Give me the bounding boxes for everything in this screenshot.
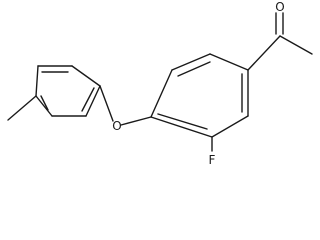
bond-tolyl-2 <box>71 65 101 87</box>
bond-ring-1 <box>150 69 173 118</box>
molecule-svg: O O F <box>7 0 313 167</box>
structure-diagram: O O F <box>7 0 313 167</box>
bond-tolyl-d3 <box>40 95 49 111</box>
bond-tolyl-d2 <box>81 87 95 112</box>
bond-acetyl-me <box>279 35 313 55</box>
bond-ring-2 <box>171 53 211 71</box>
bond-skeleton <box>7 12 313 152</box>
bond-ether-left <box>99 85 114 122</box>
atom-label-ether-oxygen: O <box>112 119 121 133</box>
bond-tolyl-6 <box>35 65 39 97</box>
bond-acetyl-ring <box>247 35 281 71</box>
bond-ring-3 <box>209 53 249 71</box>
bond-ether-right <box>120 116 152 126</box>
bond-tolyl-methyl <box>7 95 37 121</box>
bond-ring-5 <box>211 115 249 138</box>
atom-label-carbonyl-oxygen: O <box>275 0 284 14</box>
bond-ring-6 <box>150 116 213 138</box>
bond-ring-d3 <box>157 113 208 130</box>
bond-ring-d1 <box>177 61 211 77</box>
atom-label-fluorine: F <box>209 153 216 167</box>
bond-tolyl-3 <box>85 85 101 117</box>
bond-tolyl-5 <box>35 95 53 117</box>
